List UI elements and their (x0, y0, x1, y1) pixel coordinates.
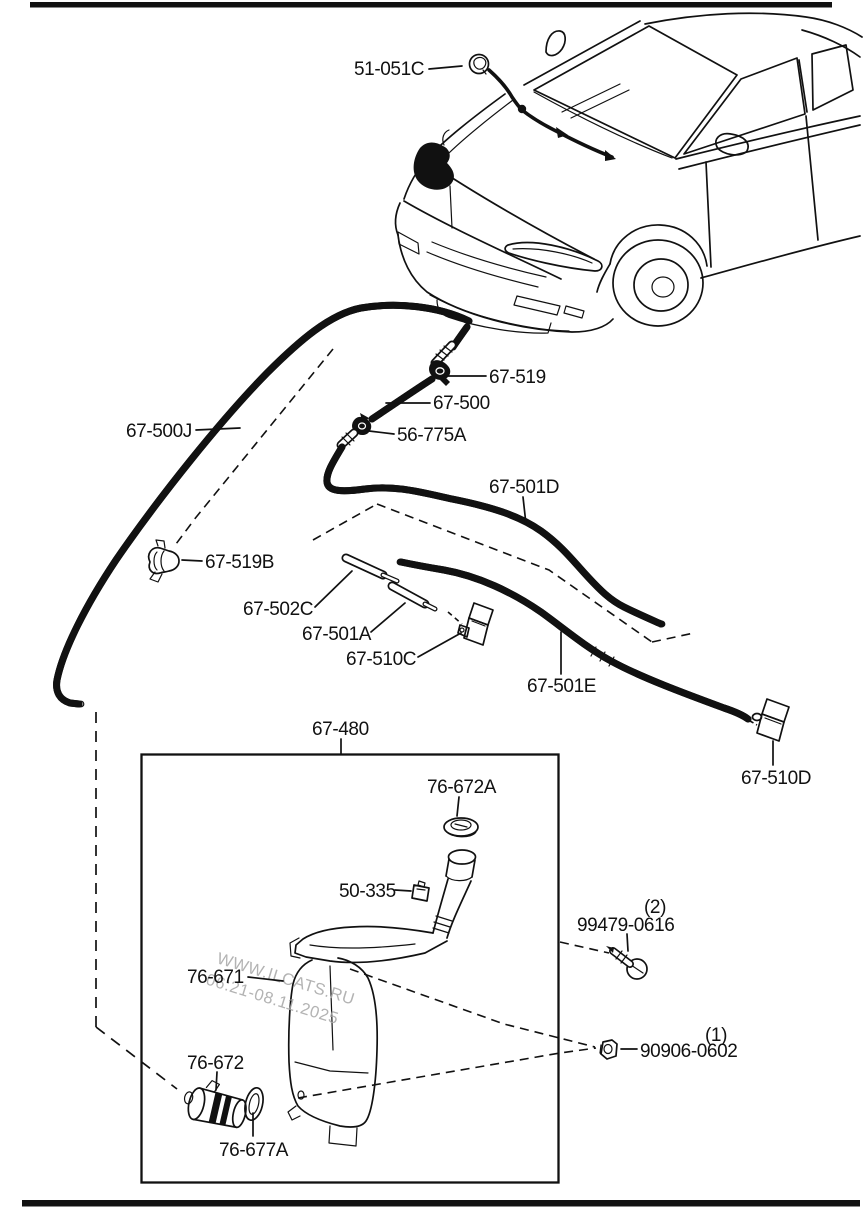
dash-to-screw (559, 941, 610, 954)
washer-nozzle-67-510C-icon (457, 602, 494, 646)
part-label-67-500J: 67-500J (126, 421, 192, 442)
car-illustration (394, 12, 863, 334)
grommet-icon (468, 53, 490, 75)
part-label-67-502C: 67-502C (243, 599, 313, 620)
nut-icon (599, 1039, 618, 1060)
page-frame (22, 2, 860, 1207)
part-label-67-480: 67-480 (312, 719, 369, 740)
top-rule (30, 2, 832, 8)
filler-neck (432, 849, 477, 939)
part-label-51-051C: 51-051C (354, 59, 424, 80)
part-label-67-500: 67-500 (433, 393, 490, 414)
hose-piece-67-502C-icon (341, 553, 400, 584)
part-label-67-519B: 67-519B (205, 552, 274, 573)
part-label-76-677A: 76-677A (219, 1140, 289, 1161)
qty-label-99479-0616: (2) (644, 897, 666, 918)
part-label-50-335: 50-335 (339, 881, 396, 902)
part-label-67-501D: 67-501D (489, 477, 559, 498)
washer-pump-icon (183, 1080, 247, 1129)
reservoir-assembly (95, 712, 648, 1184)
hose-joint-67-519-icon (429, 360, 451, 386)
part-labels: 51-051C 67-519 67-500 56-775A 67-500J 67… (126, 59, 811, 1161)
part-label-56-775A: 56-775A (397, 425, 467, 446)
bottom-rule (22, 1200, 860, 1207)
part-label-90906-0602: 90906-0602 (640, 1041, 737, 1062)
part-label-67-510D: 67-510D (741, 768, 811, 789)
washer-nozzle-67-510D-icon (749, 698, 790, 742)
dash-to-nut (349, 968, 596, 1048)
check-valve-icon (430, 340, 457, 368)
engine-bay-hose-bundle (413, 142, 454, 190)
hose-joint-56-775A-icon (336, 413, 372, 450)
hose-67-500J (53, 301, 473, 708)
part-label-67-519: 67-519 (489, 367, 546, 388)
part-label-76-672: 76-672 (187, 1053, 244, 1074)
assembly-box-67-480 (140, 753, 560, 1184)
panel-reference-dashes (312, 503, 695, 643)
part-label-99479-0616: 99479-0616 (577, 915, 674, 936)
part-label-76-671: 76-671 (187, 967, 244, 988)
hose-clip-67-519B-icon (147, 539, 180, 583)
part-label-67-501E: 67-501E (527, 676, 596, 697)
roof-antenna (545, 30, 566, 57)
cowl-washer-hose (487, 68, 616, 161)
screw-icon (606, 946, 648, 980)
part-label-67-501A: 67-501A (302, 624, 372, 645)
washer-hose-routing (53, 53, 790, 742)
part-label-67-510C: 67-510C (346, 649, 416, 670)
washer-tank-icon (287, 925, 448, 1147)
hose-piece-67-501A-icon (387, 581, 438, 612)
clamp-icon (411, 880, 430, 902)
pump-seal-icon (244, 1086, 264, 1122)
qty-label-90906-0602: (1) (705, 1025, 727, 1046)
tank-cap-icon (443, 817, 479, 838)
hidden-hose-dash (192, 348, 334, 522)
part-label-76-672A: 76-672A (427, 777, 497, 798)
